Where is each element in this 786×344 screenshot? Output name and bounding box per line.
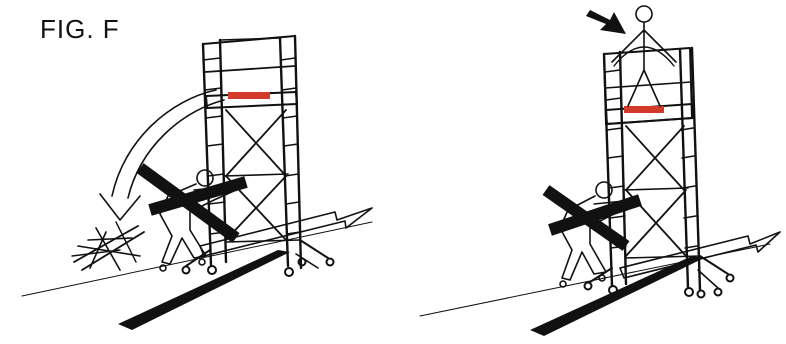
left-panel [22,36,372,330]
collapsed-scaffold [72,222,144,270]
cross-mark [140,168,246,238]
floor-bar [530,256,704,336]
red-warning-sticker [228,92,270,99]
floor-bar [118,250,290,330]
right-panel [420,6,780,336]
red-warning-sticker [624,106,664,113]
pointer-arrow [586,10,626,34]
scaffold-tower [585,48,734,298]
scaffold-tower [183,36,334,276]
